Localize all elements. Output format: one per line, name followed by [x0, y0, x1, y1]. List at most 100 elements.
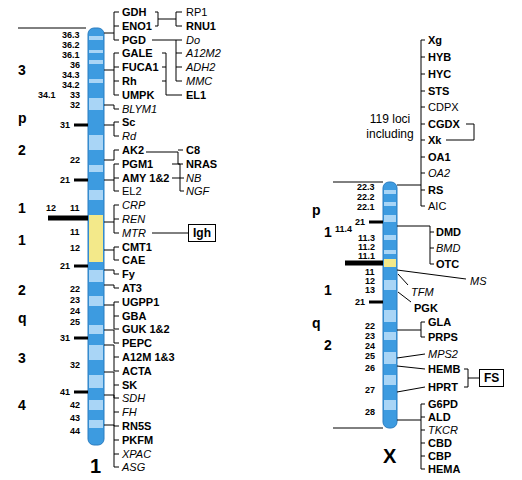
- bracket-tick: [114, 136, 119, 137]
- leader-line: [398, 274, 408, 285]
- gene-name: A12M 1&3: [122, 351, 175, 363]
- chromosome-band: [384, 332, 396, 340]
- chromosome-number: 1: [90, 455, 101, 477]
- gene-name: ENO1: [122, 20, 152, 32]
- chromosome-band: [89, 135, 103, 150]
- gene-bracket: [104, 12, 114, 40]
- band-number: 25: [70, 317, 80, 327]
- gene-bracket: [104, 53, 114, 95]
- gene-name: CBD: [428, 437, 452, 449]
- bracket-tick: [114, 454, 119, 455]
- gene-name: GBA: [122, 310, 146, 322]
- band-number: 21: [355, 297, 365, 307]
- gene-bracket: [104, 205, 114, 233]
- band-number: 41: [60, 387, 70, 397]
- band-number: 11.2: [358, 242, 375, 252]
- band-number: 34.3: [62, 70, 80, 80]
- chromosome-number: X: [383, 445, 396, 467]
- gene-name: GALE: [122, 47, 153, 59]
- chromosome-band: [384, 310, 396, 322]
- bracket-tick: [114, 302, 119, 303]
- arm-label: 2: [18, 282, 26, 298]
- band-number: 25: [365, 351, 375, 361]
- bracket-tick: [421, 190, 425, 191]
- band-number: 22: [365, 321, 375, 331]
- bracket-tick: [421, 404, 425, 405]
- arm-label: 1: [18, 232, 26, 248]
- gene-name: HEMA: [428, 463, 460, 475]
- band-tick: [74, 265, 88, 268]
- gene-name: MS: [470, 275, 487, 287]
- gene-name: RP1: [186, 6, 207, 18]
- gene-name: AIC: [428, 200, 446, 212]
- band-number: 11: [365, 267, 375, 277]
- gene-name: GUK 1&2: [122, 323, 170, 335]
- band-tick: [74, 179, 88, 182]
- bracket-tick: [114, 398, 119, 399]
- chromosome-band: [384, 280, 396, 290]
- centromere-bar: [345, 261, 383, 266]
- arm-label: 2: [18, 142, 26, 158]
- gene-name: BMD: [436, 242, 460, 254]
- band-number: 32: [70, 360, 80, 370]
- band-number: 36.2: [62, 40, 80, 50]
- band-number: 22.3: [357, 182, 375, 192]
- bracket-tick: [114, 81, 119, 82]
- bracket-tick: [421, 173, 425, 174]
- band-number: 26: [365, 363, 375, 373]
- chromosome-band: [89, 270, 103, 282]
- band-number: 22: [70, 155, 80, 165]
- bracket-tick: [114, 288, 119, 289]
- gene-name: MMC: [186, 75, 212, 87]
- gene-name: XPAC: [122, 448, 151, 460]
- gene-name: ACTA: [122, 365, 152, 377]
- band-tick: [369, 301, 383, 304]
- band-number: 27: [365, 385, 375, 395]
- bracket-tick: [114, 67, 119, 68]
- band-number: 13: [365, 285, 375, 295]
- bracket-tick: [114, 191, 119, 192]
- gene-name: TFM: [411, 286, 434, 298]
- chromosome-band: [384, 202, 396, 206]
- gene-name: CRP: [122, 199, 145, 211]
- band-number: 31: [60, 333, 70, 343]
- gene-name: SDH: [122, 392, 145, 404]
- band-number: 21: [355, 217, 365, 227]
- chromosome-band: [89, 375, 103, 388]
- gene-name: Xg: [428, 34, 442, 46]
- bracket-tick: [430, 232, 434, 233]
- gene-name: MTR: [122, 227, 146, 239]
- gene-name: FH: [122, 406, 137, 418]
- arm-label: 1: [324, 282, 332, 298]
- gene-bracket: [104, 330, 114, 343]
- gene-name: AK2: [122, 144, 144, 156]
- gene-tie: [152, 40, 182, 81]
- bracket-tick: [421, 157, 425, 158]
- gene-name: HEMB: [428, 363, 460, 375]
- chromosome-band: [89, 98, 103, 110]
- bracket-tick: [421, 40, 425, 41]
- bracket-tick: [114, 164, 119, 165]
- gene-name: CAE: [122, 254, 145, 266]
- arm-end-line: [333, 428, 383, 429]
- bracket-tick: [114, 329, 119, 330]
- bracket-tick: [421, 74, 425, 75]
- chromosome-band: [89, 79, 103, 83]
- gene-name: MPS2: [428, 348, 458, 360]
- gene-name: PGD: [122, 34, 146, 46]
- bracket-tick: [421, 107, 425, 108]
- gene-name: PRPS: [428, 331, 458, 343]
- gene-name: GLA: [428, 316, 451, 328]
- band-number: 43: [70, 413, 80, 423]
- band-number: 42: [70, 400, 80, 410]
- bracket-tick: [114, 219, 119, 220]
- gene-name: RNU1: [186, 20, 216, 32]
- centromere-bar: [48, 216, 88, 221]
- bracket-tick: [114, 205, 119, 206]
- bracket-tick: [114, 426, 119, 427]
- chromosome-band: [384, 215, 396, 222]
- gene-name: Sc: [122, 116, 135, 128]
- band-number: 11: [70, 203, 80, 213]
- chromosome-band: [384, 375, 396, 385]
